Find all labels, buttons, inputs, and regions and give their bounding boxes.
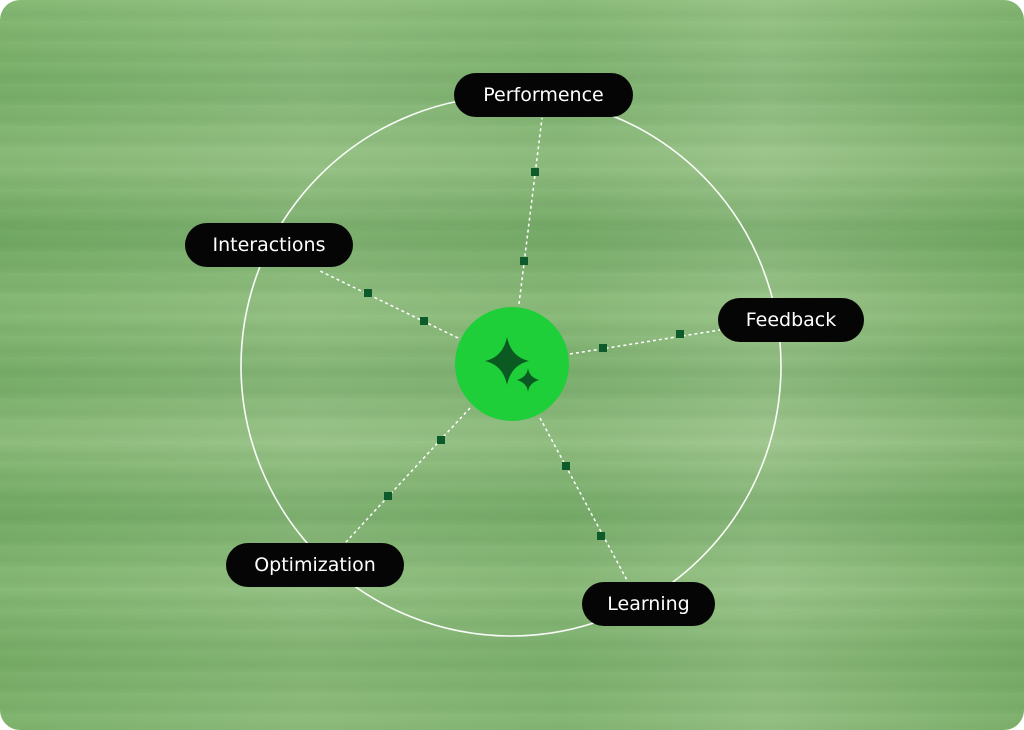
connector-marker [676,330,684,338]
sparkle-icon [485,337,539,392]
connector-learning [539,417,629,583]
connector-feedback [569,329,721,355]
connector-optimization [345,407,471,543]
connector-marker [562,462,570,470]
connector-marker [437,436,445,444]
central-hub [455,307,569,421]
connector-marker [364,289,372,297]
node-optimization: Optimization [226,543,404,587]
node-interactions: Interactions [185,223,353,267]
connector-marker [531,168,539,176]
connector-performance [518,117,543,305]
node-feedback: Feedback [718,298,864,342]
connector-marker [599,344,607,352]
node-learning: Learning [582,582,715,626]
connector-marker [597,532,605,540]
connector-interactions [317,269,459,339]
connector-marker [520,257,528,265]
connector-marker [420,317,428,325]
connector-marker [384,492,392,500]
node-performance: Performence [454,73,633,117]
